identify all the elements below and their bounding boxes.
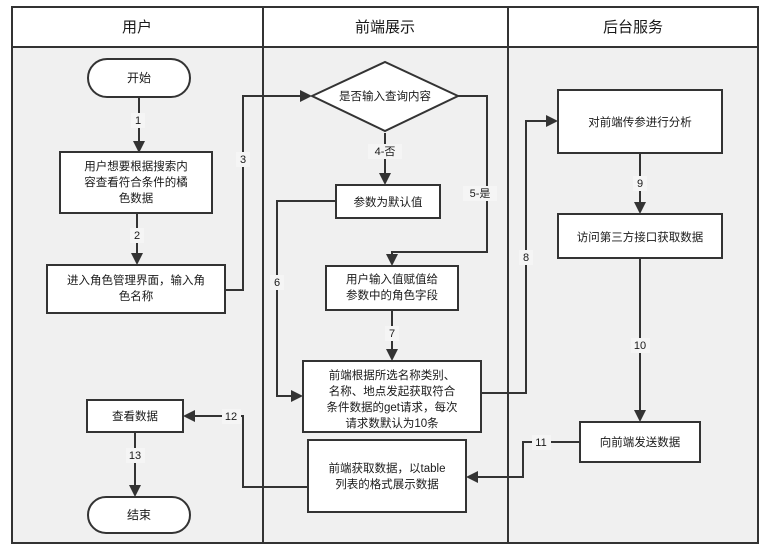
node-send-data-label: 向前端发送数据 (600, 435, 681, 449)
node-enter-role-page-line2: 色名称 (119, 289, 154, 303)
edge-label-7-text: 7 (389, 328, 395, 340)
node-has-query-label: 是否输入查询内容 (339, 89, 431, 103)
edge-label-13: 13 (126, 448, 145, 463)
node-get-request-line1: 前端根据所选名称类别、 (329, 368, 456, 382)
edge-6 (276, 200, 336, 402)
node-default-param[interactable]: 参数为默认值 (335, 184, 441, 219)
node-user-intent-line3: 色数据 (119, 191, 154, 205)
edge-label-6: 6 (270, 275, 284, 290)
edge-label-2-text: 2 (134, 230, 140, 242)
lane-title-backend: 后台服务 (603, 19, 663, 36)
node-user-intent-line1: 用户想要根据搜索内 (84, 159, 188, 173)
edge-label-12-text: 12 (225, 411, 237, 423)
node-render-table-line2: 列表的格式展示数据 (335, 477, 439, 491)
edge-label-4-text: 4-否 (375, 146, 396, 158)
node-start[interactable]: 开始 (87, 58, 191, 98)
edge-label-8-text: 8 (523, 252, 529, 264)
node-user-intent[interactable]: 用户想要根据搜索内 容查看符合条件的橘 色数据 (59, 151, 213, 214)
edge-label-1-text: 1 (135, 115, 141, 127)
node-end[interactable]: 结束 (87, 496, 191, 534)
node-send-data[interactable]: 向前端发送数据 (579, 421, 701, 463)
edge-label-3: 3 (236, 152, 250, 167)
node-get-request-line3: 条件数据的get请求，每次 (327, 400, 458, 414)
edge-label-12: 12 (222, 409, 241, 424)
edge-5 (386, 95, 488, 266)
edge-label-9: 9 (633, 176, 647, 191)
node-third-party-api[interactable]: 访问第三方接口获取数据 (557, 213, 723, 259)
node-view-data[interactable]: 查看数据 (86, 399, 184, 433)
node-has-query[interactable]: 是否输入查询内容 (309, 60, 461, 133)
node-enter-role-page[interactable]: 进入角色管理界面，输入角 色名称 (46, 264, 226, 314)
edge-10 (634, 258, 646, 422)
node-assign-param[interactable]: 用户输入值赋值给 参数中的角色字段 (325, 265, 459, 311)
edge-label-11-text: 11 (535, 437, 546, 449)
edge-label-10: 10 (631, 338, 650, 353)
node-get-request-line4: 请求数默认为10条 (345, 416, 439, 430)
edge-label-2: 2 (130, 228, 144, 243)
edge-label-5-text: 5-是 (470, 187, 491, 200)
edge-labels-layer: 1 2 3 4-否 5-是 6 7 8 (126, 113, 650, 463)
node-assign-param-line1: 用户输入值赋值给 (346, 272, 438, 286)
edge-label-6-text: 6 (274, 277, 280, 289)
lane-title-frontend: 前端展示 (355, 19, 415, 36)
node-end-label: 结束 (127, 508, 151, 522)
node-user-intent-line2: 容查看符合条件的橘 (84, 175, 188, 189)
edge-label-7: 7 (385, 326, 399, 341)
edge-label-4: 4-否 (368, 144, 402, 159)
edge-label-10-text: 10 (634, 340, 646, 352)
edge-label-5: 5-是 (463, 186, 497, 201)
edge-label-9-text: 9 (637, 178, 643, 190)
edge-label-8: 8 (519, 250, 533, 265)
lane-title-user: 用户 (122, 19, 152, 36)
node-default-param-label: 参数为默认值 (354, 195, 423, 209)
nodes-layer: 开始 用户想要根据搜索内 容查看符合条件的橘 色数据 进入角色管理界面，输入角 … (46, 58, 723, 534)
edges-layer (129, 90, 646, 497)
node-get-request-line2: 名称、地点发起获取符合 (329, 384, 456, 398)
edge-label-1: 1 (131, 113, 145, 128)
node-view-data-label: 查看数据 (112, 409, 158, 423)
node-enter-role-page-line1: 进入角色管理界面，输入角 (67, 273, 205, 287)
edge-label-3-text: 3 (240, 154, 246, 166)
edge-12 (183, 410, 308, 488)
node-assign-param-line2: 参数中的角色字段 (346, 288, 438, 302)
node-render-table-line1: 前端获取数据，以table (329, 461, 446, 475)
node-render-table[interactable]: 前端获取数据，以table 列表的格式展示数据 (307, 439, 467, 513)
node-analyze-params[interactable]: 对前端传参进行分析 (557, 89, 723, 154)
node-get-request[interactable]: 前端根据所选名称类别、 名称、地点发起获取符合 条件数据的get请求，每次 请求… (302, 360, 482, 433)
edge-3 (225, 90, 312, 291)
swimlane-headers: 用户 前端展示 后台服务 (122, 19, 663, 36)
node-start-label: 开始 (127, 71, 151, 85)
edge-label-13-text: 13 (129, 450, 141, 462)
edge-label-11: 11 (532, 435, 551, 450)
node-third-party-api-label: 访问第三方接口获取数据 (577, 230, 704, 244)
node-analyze-params-label: 对前端传参进行分析 (588, 115, 692, 129)
edge-11 (466, 441, 580, 483)
